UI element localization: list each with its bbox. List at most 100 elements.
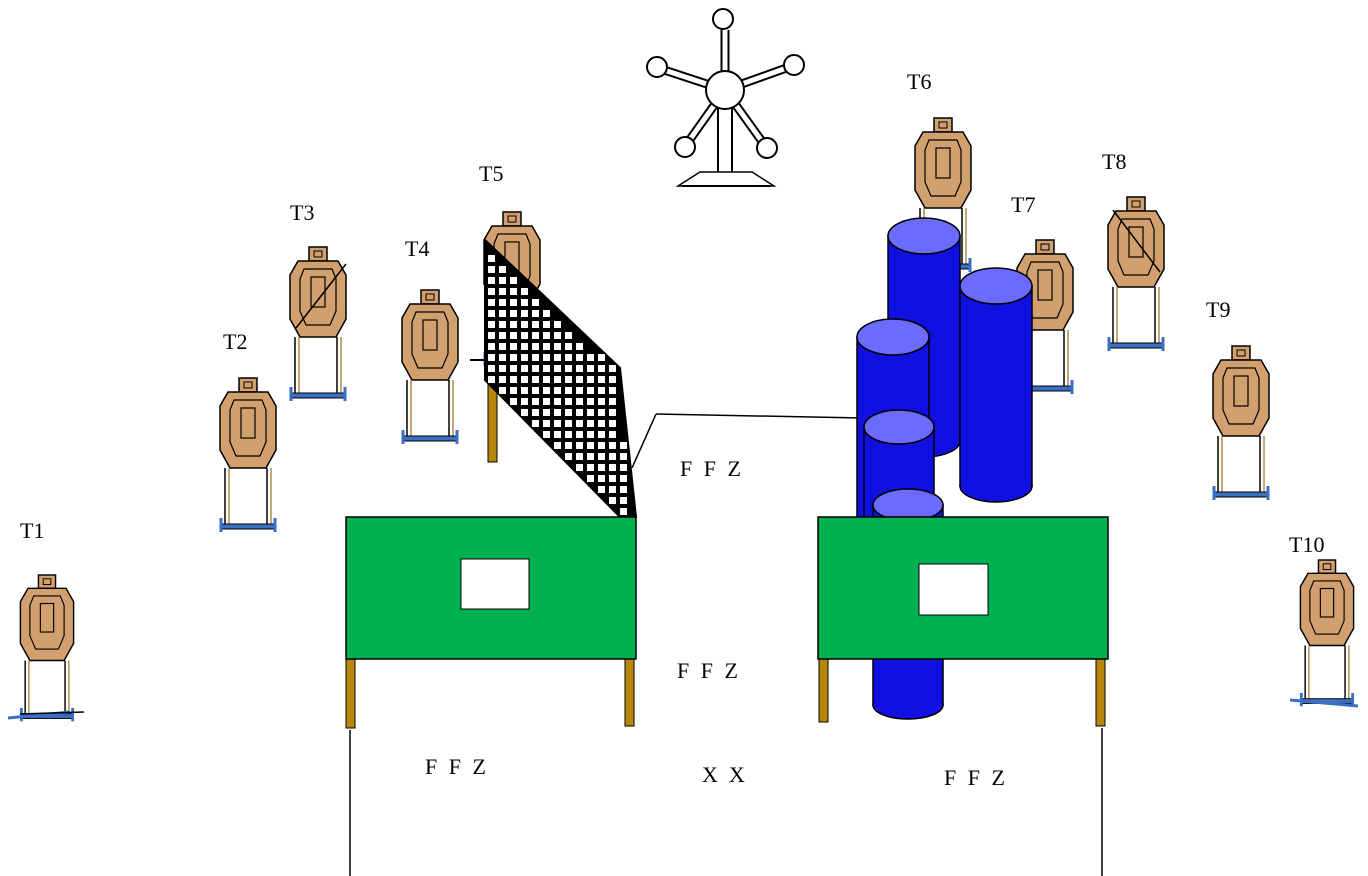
mesh-hole bbox=[554, 387, 561, 394]
mesh-hole bbox=[565, 387, 572, 394]
mesh-hole bbox=[521, 387, 528, 394]
mesh-hole bbox=[554, 420, 561, 427]
mesh-hole bbox=[521, 376, 528, 383]
mesh-barricade-icon bbox=[470, 237, 863, 518]
barrel-right bbox=[959, 267, 1033, 503]
mesh-hole bbox=[521, 365, 528, 372]
mesh-hole bbox=[576, 365, 583, 372]
mesh-hole bbox=[587, 442, 594, 449]
mesh-hole bbox=[543, 343, 550, 350]
mesh-hole bbox=[521, 288, 528, 295]
mesh-hole bbox=[488, 255, 495, 262]
label-t2: T2 bbox=[223, 329, 247, 354]
mesh-hole bbox=[565, 453, 572, 460]
start-position-marker: X X bbox=[702, 762, 745, 787]
mesh-hole bbox=[565, 431, 572, 438]
table-right bbox=[817, 516, 1109, 727]
mesh-hole bbox=[609, 387, 616, 394]
mesh-hole bbox=[521, 343, 528, 350]
mesh-hole bbox=[510, 387, 517, 394]
mesh-hole bbox=[543, 398, 550, 405]
mesh-hole bbox=[532, 310, 539, 317]
mesh-hole bbox=[488, 277, 495, 284]
mesh-hole bbox=[510, 321, 517, 328]
label-t9: T9 bbox=[1206, 297, 1230, 322]
mesh-hole bbox=[488, 332, 495, 339]
mesh-hole bbox=[598, 376, 605, 383]
mesh-hole bbox=[554, 442, 561, 449]
label-t6: T6 bbox=[907, 69, 931, 94]
mesh-hole bbox=[576, 398, 583, 405]
mesh-hole bbox=[609, 376, 616, 383]
mesh-hole bbox=[598, 464, 605, 471]
mesh-hole bbox=[576, 343, 583, 350]
mesh-hole bbox=[532, 321, 539, 328]
mesh-hole bbox=[521, 409, 528, 416]
mesh-hole bbox=[543, 310, 550, 317]
mesh-hole bbox=[554, 354, 561, 361]
label-t3: T3 bbox=[290, 200, 314, 225]
mesh-hole bbox=[609, 398, 616, 405]
steel-popper-tree-icon bbox=[646, 8, 805, 187]
table-left bbox=[345, 516, 637, 729]
mesh-hole bbox=[576, 453, 583, 460]
mesh-hole bbox=[587, 431, 594, 438]
target-t10 bbox=[1289, 558, 1359, 708]
mesh-hole bbox=[598, 442, 605, 449]
mesh-hole bbox=[499, 310, 506, 317]
mesh-hole bbox=[543, 431, 550, 438]
mesh-hole bbox=[554, 376, 561, 383]
mesh-hole bbox=[565, 365, 572, 372]
mesh-hole bbox=[532, 354, 539, 361]
mesh-hole bbox=[521, 332, 528, 339]
mesh-hole bbox=[598, 365, 605, 372]
label-t7: T7 bbox=[1011, 192, 1035, 217]
mesh-hole bbox=[565, 409, 572, 416]
mesh-hole bbox=[587, 453, 594, 460]
mesh-hole bbox=[565, 354, 572, 361]
mesh-hole bbox=[532, 343, 539, 350]
mesh-hole bbox=[543, 321, 550, 328]
ffz-label-left: F F Z bbox=[425, 754, 489, 779]
mesh-hole bbox=[598, 354, 605, 361]
mesh-hole bbox=[576, 409, 583, 416]
target-t2 bbox=[218, 376, 278, 534]
mesh-hole bbox=[598, 387, 605, 394]
mesh-hole bbox=[565, 420, 572, 427]
mesh-hole bbox=[609, 497, 616, 504]
mesh-hole bbox=[543, 409, 550, 416]
mesh-hole bbox=[521, 321, 528, 328]
mesh-hole bbox=[576, 387, 583, 394]
mesh-hole bbox=[543, 354, 550, 361]
mesh-hole bbox=[598, 453, 605, 460]
target-t4 bbox=[400, 288, 460, 446]
mesh-hole bbox=[510, 343, 517, 350]
mesh-hole bbox=[609, 420, 616, 427]
mesh-hole bbox=[620, 486, 627, 493]
mesh-hole bbox=[510, 277, 517, 284]
mesh-hole bbox=[532, 398, 539, 405]
mesh-hole bbox=[499, 288, 506, 295]
ffz-label-upper: F F Z bbox=[680, 456, 744, 481]
mesh-hole bbox=[521, 354, 528, 361]
mesh-hole bbox=[620, 464, 627, 471]
mesh-hole bbox=[554, 321, 561, 328]
mesh-hole bbox=[554, 332, 561, 339]
mesh-hole bbox=[543, 387, 550, 394]
mesh-hole bbox=[521, 398, 528, 405]
mesh-hole bbox=[565, 376, 572, 383]
mesh-hole bbox=[543, 376, 550, 383]
mesh-hole bbox=[510, 354, 517, 361]
mesh-hole bbox=[532, 376, 539, 383]
mesh-hole bbox=[488, 376, 495, 383]
mesh-hole bbox=[499, 299, 506, 306]
mesh-hole bbox=[521, 310, 528, 317]
label-t4: T4 bbox=[405, 236, 429, 261]
mesh-hole bbox=[609, 409, 616, 416]
mesh-hole bbox=[499, 376, 506, 383]
mesh-hole bbox=[510, 398, 517, 405]
mesh-hole bbox=[499, 332, 506, 339]
label-t1: T1 bbox=[20, 518, 44, 543]
mesh-hole bbox=[532, 420, 539, 427]
